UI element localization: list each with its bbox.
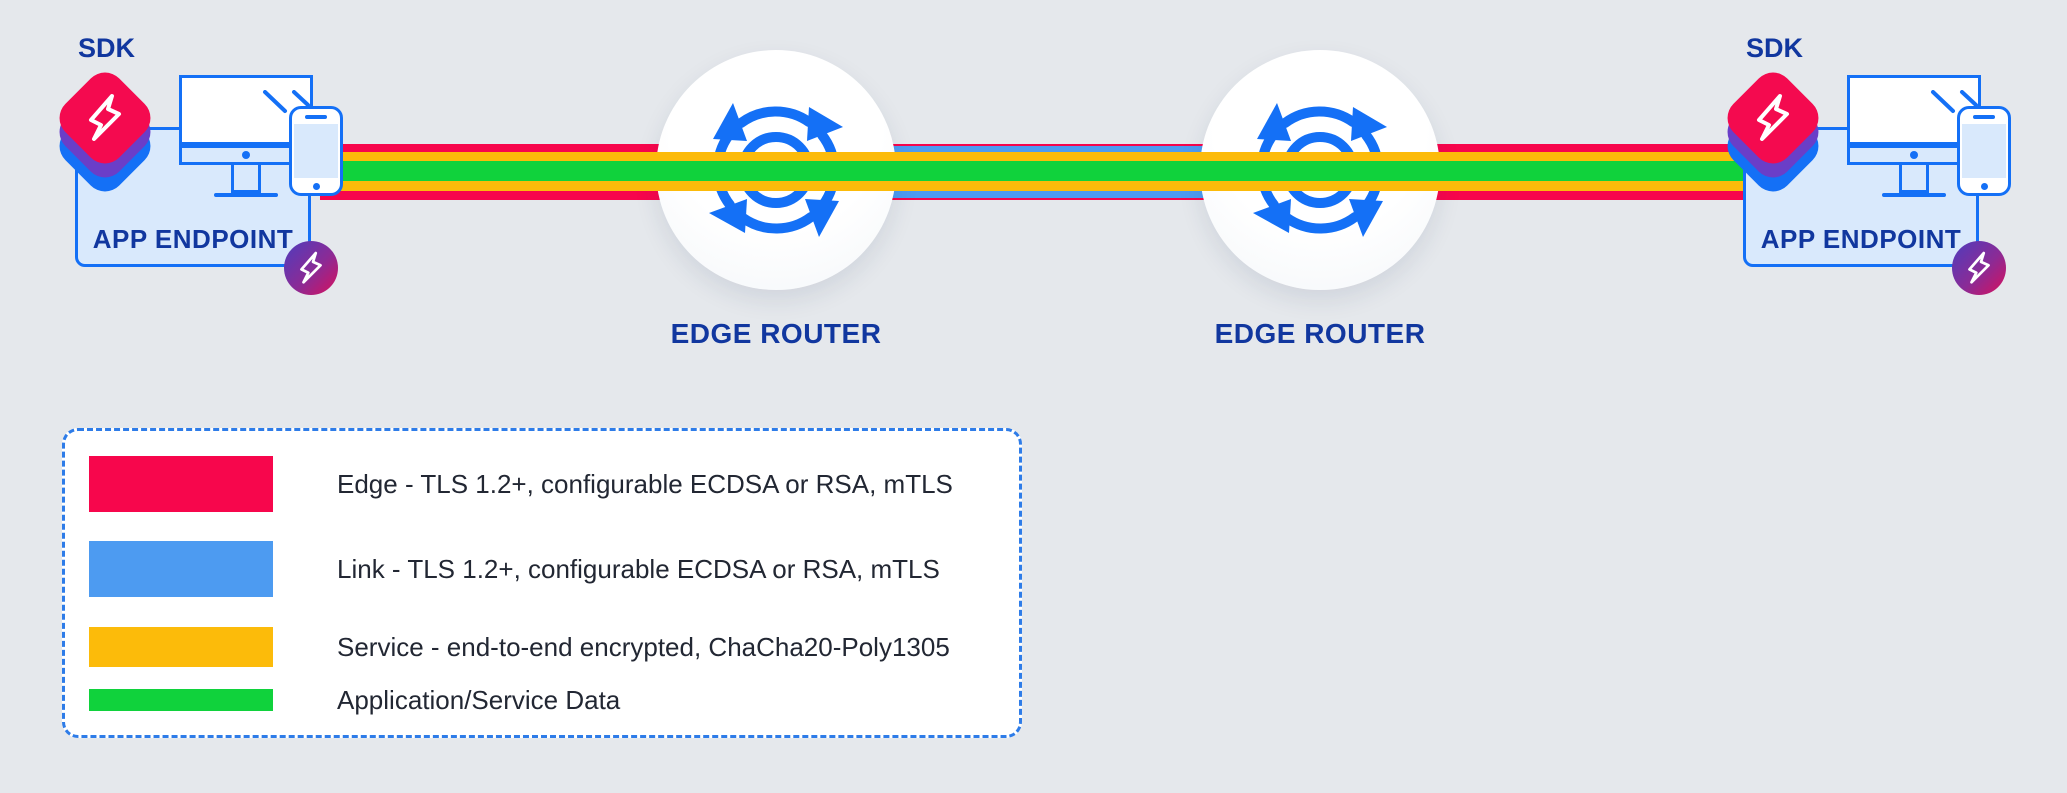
phone-home-button (1980, 183, 1988, 190)
monitor-dot (1910, 151, 1918, 159)
lightning-bolt-icon (1968, 251, 1990, 284)
monitor-shine-icon (263, 90, 310, 113)
phone-home-button (312, 183, 320, 190)
sdk-label: SDK (1746, 33, 1804, 63)
monitor-stand-base (214, 193, 278, 197)
legend-label-data: Application/Service Data (337, 684, 621, 715)
legend-row-service: Service - end-to-end encrypted, ChaCha20… (89, 627, 989, 667)
legend-row-data: Application/Service Data (89, 685, 989, 715)
legend-swatch-link (89, 541, 273, 597)
lightning-bolt-icon (89, 94, 121, 141)
phone-speaker (305, 115, 327, 119)
legend-swatch-service (89, 627, 273, 667)
phone-icon (1957, 106, 2011, 196)
sdk-label: SDK (78, 33, 136, 63)
lightning-bolt-icon (1757, 94, 1789, 141)
phone-screen (1962, 124, 2006, 178)
phone-screen (294, 124, 338, 178)
link-stripe-bottom (776, 190, 1320, 198)
legend-row-link: Link - TLS 1.2+, configurable ECDSA or R… (89, 541, 989, 597)
monitor-shine-icon (1931, 90, 1978, 113)
data-stripe (320, 161, 1750, 182)
app-endpoint-right: SDK APP ENDPOINT (1668, 0, 2028, 320)
lightning-bolt-icon (300, 251, 322, 284)
legend-swatch-data (89, 689, 273, 711)
service-stripe-top (320, 152, 1750, 162)
legend: Edge - TLS 1.2+, configurable ECDSA or R… (62, 428, 1022, 738)
edge-router-label: EDGE ROUTER (1214, 318, 1426, 349)
app-endpoint-title: APP ENDPOINT (1760, 224, 1962, 254)
monitor-bar (179, 145, 313, 165)
phone-icon (289, 106, 343, 196)
monitor-stand (231, 165, 261, 193)
app-endpoint-title: APP ENDPOINT (92, 224, 294, 254)
monitor-dot (242, 151, 250, 159)
edge-router-label: EDGE ROUTER (670, 318, 882, 349)
legend-swatch-edge (89, 456, 273, 512)
ziti-badge-icon (284, 241, 338, 295)
legend-label-edge: Edge - TLS 1.2+, configurable ECDSA or R… (337, 468, 953, 499)
service-stripe-bottom (320, 181, 1750, 191)
link-stripe-top (776, 146, 1320, 154)
legend-label-link: Link - TLS 1.2+, configurable ECDSA or R… (337, 553, 940, 584)
ziti-badge-icon (1952, 241, 2006, 295)
legend-label-service: Service - end-to-end encrypted, ChaCha20… (337, 631, 950, 662)
legend-row-edge: Edge - TLS 1.2+, configurable ECDSA or R… (89, 456, 989, 512)
app-endpoint-left: SDK APP ENDPOINT (0, 0, 360, 320)
monitor-stand-base (1882, 193, 1946, 197)
phone-speaker (1973, 115, 1995, 119)
monitor-stand (1899, 165, 1929, 193)
